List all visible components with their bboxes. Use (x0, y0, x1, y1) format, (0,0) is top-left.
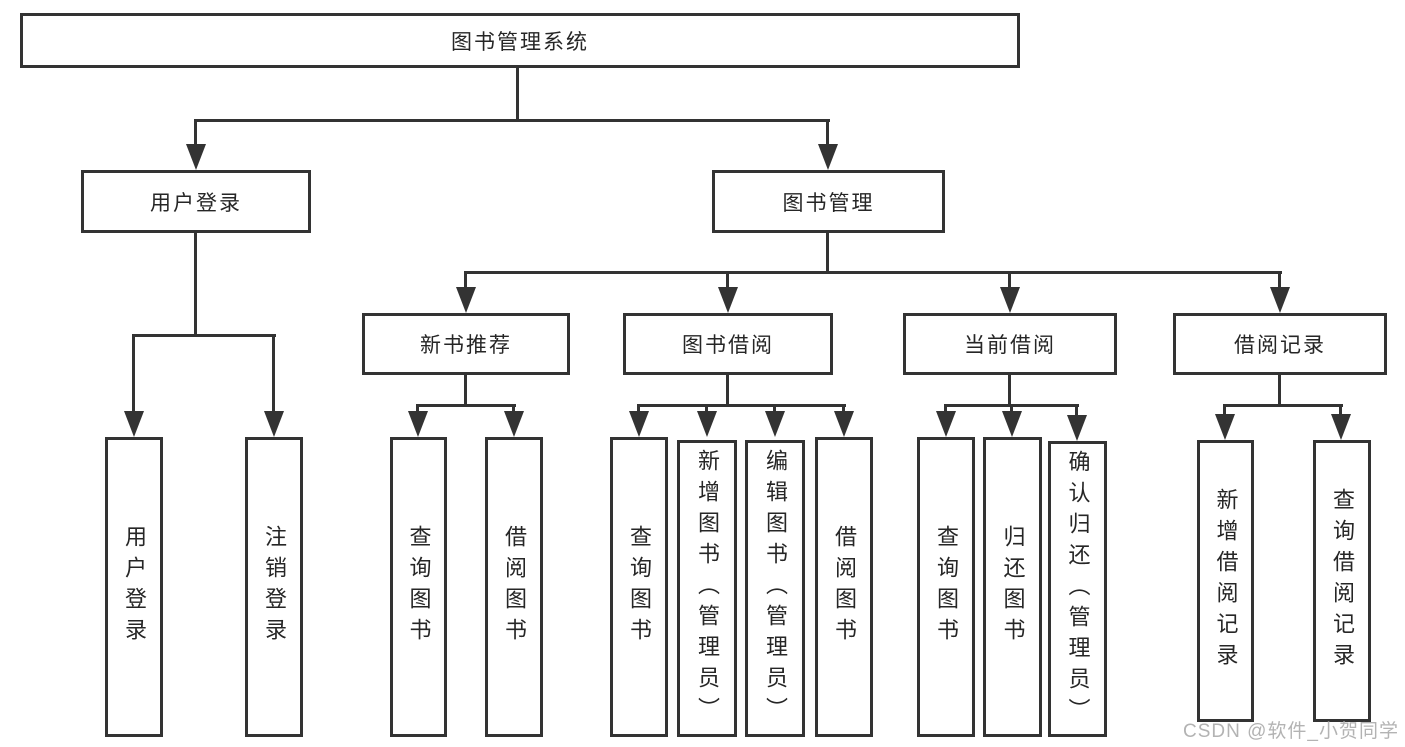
leaf-query-books-borrowing: 查询图书 (610, 437, 668, 737)
connector-line (417, 404, 516, 407)
arrow-down-icon (504, 411, 524, 437)
arrow-down-icon (765, 411, 785, 437)
connector-line (132, 334, 135, 414)
arrow-down-icon (1270, 287, 1290, 313)
node-user-login: 用户登录 (81, 170, 311, 233)
connector-line (1223, 404, 1226, 416)
connector-line (272, 334, 275, 414)
leaf-label: 借阅图书 (832, 525, 857, 649)
connector-line (1075, 404, 1078, 416)
arrow-down-icon (629, 411, 649, 437)
node-library-management-system: 图书管理系统 (20, 13, 1020, 68)
leaf-add-books-admin: 新增图书（管理员） (677, 440, 737, 737)
connector-line (195, 119, 830, 122)
connector-line (132, 334, 276, 337)
connector-line (1278, 271, 1281, 291)
leaf-logout: 注销登录 (245, 437, 303, 737)
leaf-user-login: 用户登录 (105, 437, 163, 737)
leaf-label: 编辑图书（管理员） (763, 449, 788, 728)
arrow-down-icon (834, 411, 854, 437)
connector-line (416, 404, 419, 416)
arrow-down-icon (264, 411, 284, 437)
leaf-query-books-current: 查询图书 (917, 437, 975, 737)
leaf-borrow-books-recommend: 借阅图书 (485, 437, 543, 737)
arrow-down-icon (124, 411, 144, 437)
leaf-query-borrow-record: 查询借阅记录 (1313, 440, 1371, 722)
connector-line (773, 404, 776, 416)
connector-line (1010, 404, 1013, 416)
node-book-borrowing: 图书借阅 (623, 313, 833, 375)
connector-line (1339, 404, 1342, 416)
arrow-down-icon (1000, 287, 1020, 313)
leaf-return-books: 归还图书 (983, 437, 1042, 737)
node-book-management: 图书管理 (712, 170, 945, 233)
leaf-label: 归还图书 (1000, 525, 1026, 649)
connector-line (512, 404, 515, 416)
arrow-down-icon (936, 411, 956, 437)
arrow-down-icon (1215, 414, 1235, 440)
connector-line (826, 233, 829, 274)
leaf-add-borrow-record: 新增借阅记录 (1197, 440, 1254, 722)
connector-line (1008, 375, 1011, 407)
connector-line (944, 404, 947, 416)
connector-line (637, 404, 640, 416)
arrow-down-icon (818, 144, 838, 170)
connector-line (726, 375, 729, 407)
connector-line (194, 119, 197, 149)
leaf-query-books-recommend: 查询图书 (390, 437, 447, 737)
connector-line (194, 233, 197, 337)
arrow-down-icon (718, 287, 738, 313)
arrow-down-icon (1002, 411, 1022, 437)
leaf-label: 借阅图书 (502, 525, 527, 649)
leaf-confirm-return-admin: 确认归还（管理员） (1048, 441, 1107, 737)
watermark: CSDN @软件_小贺同学 (1183, 721, 1399, 742)
leaf-label: 用户登录 (122, 525, 147, 649)
leaf-edit-books-admin: 编辑图书（管理员） (745, 440, 805, 737)
connector-line (464, 375, 467, 407)
arrow-down-icon (186, 144, 206, 170)
node-borrowing-records: 借阅记录 (1173, 313, 1387, 375)
leaf-borrow-books: 借阅图书 (815, 437, 873, 737)
connector-line (726, 271, 729, 291)
leaf-label: 确认归还（管理员） (1065, 449, 1091, 729)
leaf-label: 查询图书 (627, 525, 652, 649)
connector-line (464, 271, 467, 291)
connector-line (516, 68, 519, 121)
leaf-label: 查询借阅记录 (1330, 488, 1355, 674)
arrow-down-icon (456, 287, 476, 313)
leaf-label: 查询图书 (934, 525, 959, 649)
node-current-borrowing: 当前借阅 (903, 313, 1117, 375)
connector-line (1278, 375, 1281, 407)
connector-line (1008, 271, 1011, 291)
arrow-down-icon (697, 411, 717, 437)
arrow-down-icon (408, 411, 428, 437)
leaf-label: 注销登录 (262, 525, 287, 649)
connector-line (826, 119, 829, 149)
arrow-down-icon (1331, 414, 1351, 440)
connector-line (638, 404, 846, 407)
connector-line (705, 404, 708, 416)
leaf-label: 新增借阅记录 (1213, 488, 1239, 674)
leaf-label: 查询图书 (406, 525, 432, 649)
connector-line (465, 271, 1282, 274)
leaf-label: 新增图书（管理员） (695, 449, 720, 728)
node-new-book-recommendation: 新书推荐 (362, 313, 570, 375)
arrow-down-icon (1067, 415, 1087, 441)
connector-line (1224, 404, 1343, 407)
connector-line (842, 404, 845, 416)
